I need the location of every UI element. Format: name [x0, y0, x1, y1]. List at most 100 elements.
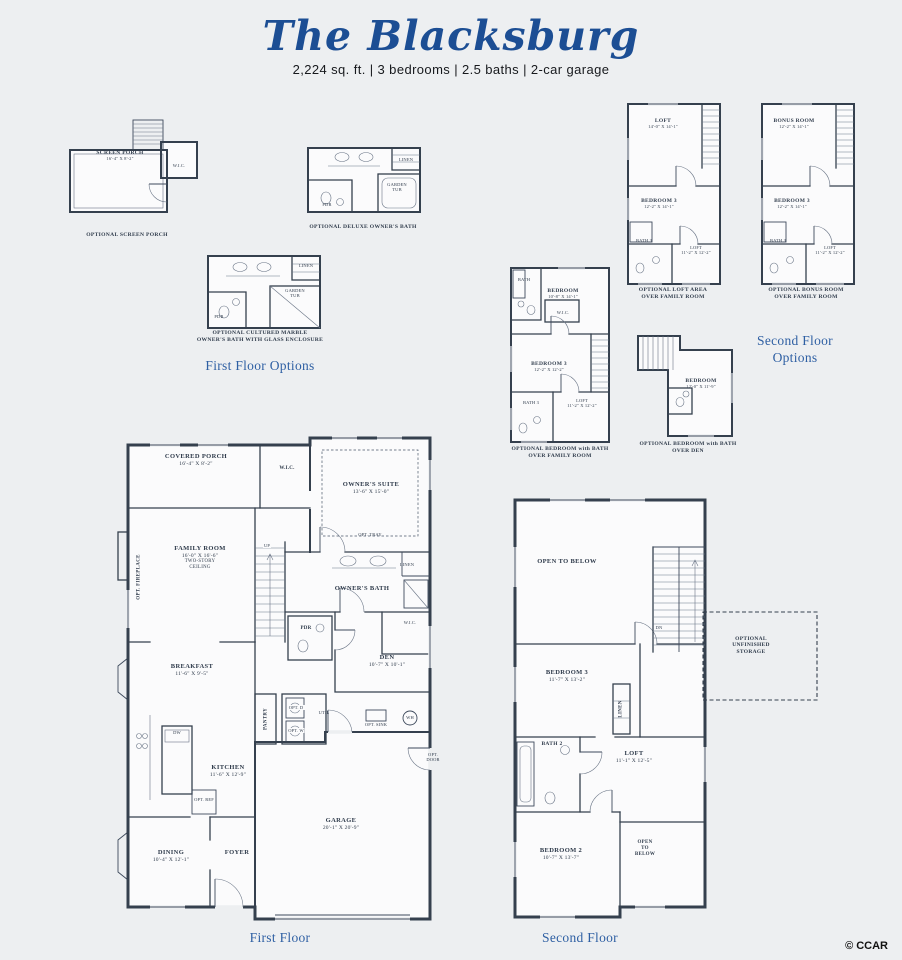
- utility-closet: [281, 693, 327, 745]
- caption-line2: OVER FAMILY ROOM: [528, 453, 592, 460]
- toilet-icon: [769, 262, 779, 274]
- deluxe-linen-label: LINEN: [398, 157, 414, 162]
- room-name: BEDROOM 2: [539, 847, 583, 854]
- room-dims: 10'-4" X 12'-1": [152, 856, 190, 863]
- optional-storage-label: OPTIONAL UNFINISHED STORAGE: [732, 636, 770, 655]
- optC-bath-label: BATH: [517, 277, 531, 282]
- optA-loft-label: LOFT 14'-0" X 14'-1": [648, 118, 678, 130]
- toilet-icon: [675, 397, 685, 407]
- caption-line1: OPTIONAL CULTURED MARBLE: [212, 330, 308, 336]
- room-dims: 11'-1" X 12'-5": [615, 757, 653, 764]
- page-title: The Blacksburg: [262, 12, 640, 60]
- first-floor-options-heading: First Floor Options: [205, 358, 315, 373]
- dn-label: DN: [654, 625, 664, 631]
- sink-icon: [517, 300, 525, 308]
- stairs-icon: [132, 119, 164, 151]
- room-dims: 16'-0" X 16'-6": [181, 552, 219, 559]
- room-name: BEDROOM 3: [774, 198, 810, 204]
- family-room-label: FAMILY ROOM 16'-0" X 16'-6" TWO-STORY CE…: [174, 545, 225, 570]
- breakfast-label: BREAKFAST 11'-6" X 9'-5": [171, 663, 213, 677]
- room-name: LOFT: [824, 245, 836, 250]
- label-line2: DOOR: [426, 757, 440, 763]
- optional-bonus-room-plan: [760, 102, 855, 286]
- garden-tub-glass: [269, 285, 321, 329]
- room-dims: 11'-2" X 12'-2": [567, 403, 597, 409]
- line2: TO: [641, 845, 649, 851]
- wic-closet: [544, 299, 580, 323]
- pdr-label: PDR: [300, 626, 312, 631]
- room-name: DINING: [157, 849, 185, 856]
- toilet-icon: [320, 191, 332, 205]
- caption-line2: OWNER'S BATH WITH GLASS ENCLOSURE: [196, 337, 324, 344]
- room-dims: 11'-2" X 12'-2": [815, 250, 845, 256]
- sink-icon: [533, 416, 541, 424]
- second-floor-options-heading: Second Floor Options: [757, 333, 833, 367]
- optB-bonus-label: BONUS ROOM 12'-2" X 14'-1": [773, 118, 814, 130]
- room-dims: 10'-8" X 14'-1": [548, 294, 578, 300]
- dining-bay-window: [117, 831, 129, 881]
- room-name: LOFT: [654, 118, 672, 124]
- sink-icon: [315, 623, 325, 633]
- tub-label: TUB: [290, 293, 300, 299]
- util-label: UTIL: [318, 710, 330, 715]
- linen-label: LINEN: [618, 700, 624, 718]
- garden-tub: [377, 173, 421, 213]
- cultured-garden-tub-label: GARDEN TUB: [285, 288, 305, 299]
- optC-caption: OPTIONAL BEDROOM with BATH OVER FAMILY R…: [511, 446, 608, 461]
- optB-bath3-label: BATH 3: [769, 238, 787, 243]
- deluxe-bath-caption: OPTIONAL DELUXE OWNER'S BATH: [309, 224, 417, 230]
- tub-icon: [512, 269, 526, 299]
- room-dims: 14'-0" X 14'-1": [648, 124, 678, 130]
- kitchen-island: [161, 725, 193, 795]
- page-subtitle: 2,224 sq. ft. | 3 bedrooms | 2.5 baths |…: [292, 62, 610, 77]
- range-burners: [136, 733, 148, 749]
- optA-bedroom3-label: BEDROOM 3 12'-2" X 14'-1": [641, 198, 677, 210]
- room-name: DEN: [379, 654, 395, 661]
- dishwasher-label: DW: [173, 730, 181, 735]
- opt-fireplace-label: OPT. FIREPLACE: [136, 554, 142, 600]
- cultured-bath-caption: OPTIONAL CULTURED MARBLE OWNER'S BATH WI…: [197, 330, 323, 345]
- room-dims: 12'-2" X 12'-2": [534, 367, 564, 373]
- linen-closet: [612, 683, 631, 735]
- optC-bath3-label: BATH 3: [522, 400, 540, 405]
- closet: [763, 221, 787, 243]
- optC-bedroom3-label: BEDROOM 3 12'-2" X 12'-2": [531, 361, 567, 373]
- sink-icon: [336, 198, 344, 206]
- garden-label: GARDEN: [285, 288, 305, 293]
- optional-cultured-marble-bath-plan: [207, 255, 321, 329]
- water-heater-label: WH: [406, 715, 414, 720]
- garage-door: [275, 914, 410, 920]
- optB-loft-label: LOFT 11'-2" X 12'-2": [815, 245, 844, 256]
- second-floor-heading: Second Floor: [542, 930, 618, 945]
- cultured-linen-label: LINEN: [298, 263, 314, 268]
- wic-closet: [160, 141, 198, 179]
- first-floor-heading: First Floor: [249, 930, 311, 945]
- sink-icon: [786, 256, 794, 264]
- linen-closet: [401, 552, 430, 577]
- deluxe-pdr-label: PDR: [322, 202, 332, 207]
- room-dims: 12'-2" X 14'-1": [779, 124, 809, 130]
- closet: [629, 221, 653, 243]
- water-heater: [402, 710, 418, 726]
- room-dims: 12'-2" X 14'-1": [644, 204, 674, 210]
- optional-bedroom-bath-den-plan: [637, 335, 734, 438]
- room-name: FAMILY ROOM: [174, 545, 226, 552]
- screen-porch-name: SCREEN PORCH: [96, 150, 144, 156]
- toilet-icon: [297, 639, 309, 653]
- optD-caption: OPTIONAL BEDROOM with BATH OVER DEN: [639, 441, 736, 456]
- optC-bedroom-label: BEDROOM 10'-8" X 14'-1": [547, 288, 578, 300]
- optB-caption: OPTIONAL BONUS ROOM OVER FAMILY ROOM: [768, 287, 843, 302]
- caption-line1: OPTIONAL BEDROOM with BATH: [511, 446, 609, 452]
- opt-door-label: OPT. DOOR: [426, 752, 439, 763]
- optC-wic-label: W.I.C.: [556, 310, 570, 315]
- room-dims: 11'-2" X 12'-2": [681, 250, 711, 256]
- optA-loft2-label: LOFT 11'-2" X 12'-2": [681, 245, 710, 256]
- caption-line1: OPTIONAL BONUS ROOM: [768, 287, 844, 293]
- room-dims: 11'-6" X 12'-9": [209, 771, 247, 778]
- optD-bedroom-label: BEDROOM 12'-0" X 11'-9": [685, 378, 716, 390]
- dining-label: DINING 10'-4" X 12'-1": [153, 849, 189, 863]
- up-label: UP: [262, 543, 272, 549]
- room-name: BEDROOM 3: [545, 669, 589, 676]
- room-dims: 11'-7" X 13'-2": [548, 676, 586, 683]
- open-to-below-label: OPEN TO BELOW: [537, 558, 597, 565]
